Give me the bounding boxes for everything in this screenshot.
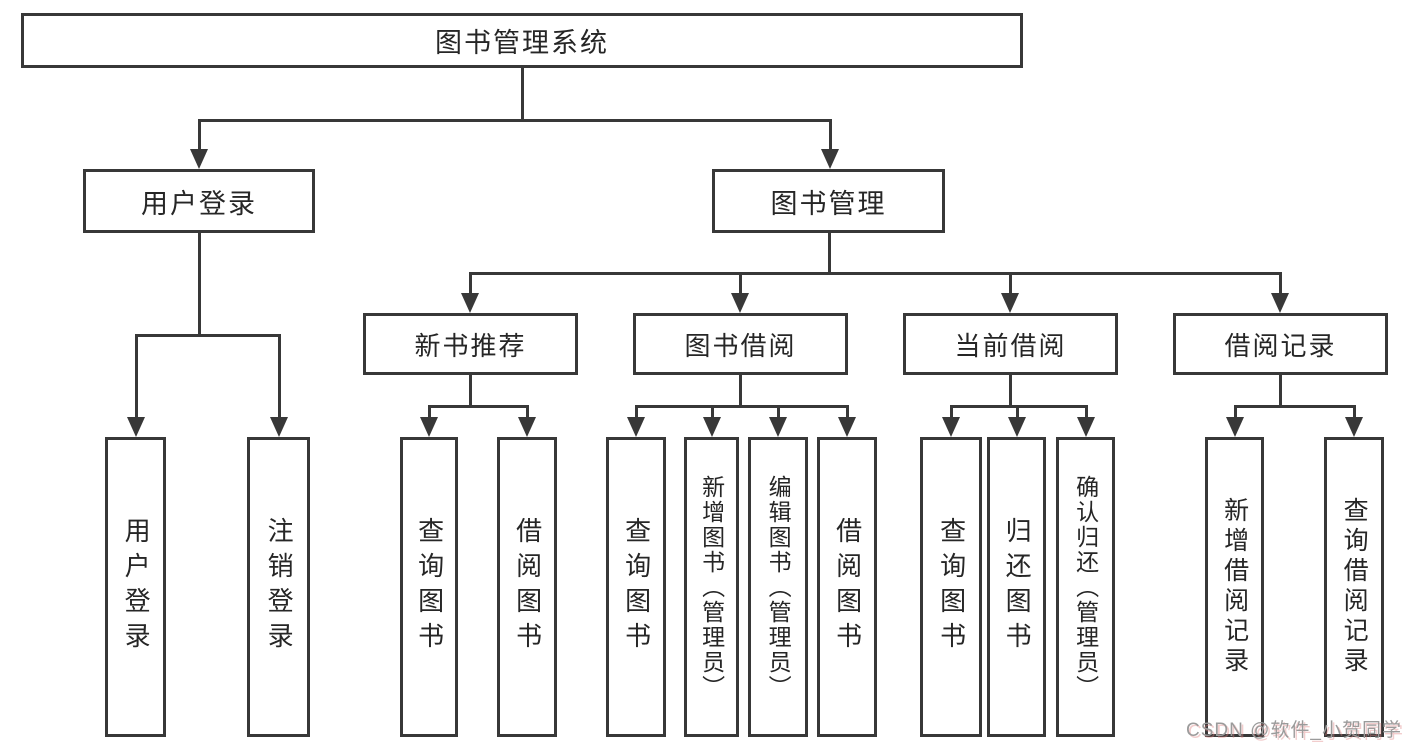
connector-drop-3-0	[427, 406, 431, 423]
connector-arrowhead-4-0	[627, 417, 645, 437]
leaf-add-borrow-record: 新增借阅记录	[1205, 437, 1264, 737]
connector-stem-3	[468, 375, 472, 408]
connector-arrowhead-4-3	[838, 417, 856, 437]
connector-arrowhead-6-0	[1226, 417, 1244, 437]
connector-drop-0-1	[828, 120, 832, 155]
connector-drop-2-3	[1278, 273, 1282, 299]
connector-drop-4-3	[845, 406, 849, 423]
leaf-borrow-books-newrec-label: 借阅图书	[512, 517, 543, 657]
connector-drop-1-1	[277, 335, 281, 423]
connector-stem-6	[1278, 375, 1282, 408]
connector-bar-6	[1233, 404, 1356, 408]
connector-bar-5	[949, 404, 1088, 408]
leaf-query-books-newrec: 查询图书	[400, 437, 458, 737]
leaf-query-books-borrow-label: 查询图书	[621, 517, 652, 657]
leaf-add-borrow-record-label: 新增借阅记录	[1220, 497, 1249, 677]
connector-arrowhead-2-3	[1271, 293, 1289, 313]
connector-arrowhead-3-0	[420, 417, 438, 437]
leaf-query-books-borrow: 查询图书	[606, 437, 666, 737]
connector-drop-2-2	[1008, 273, 1012, 299]
connector-drop-4-2	[776, 406, 780, 423]
connector-stem-1	[197, 233, 201, 337]
node-root-label: 图书管理系统	[435, 28, 609, 58]
node-book-borrow-label: 图书借阅	[684, 330, 797, 361]
node-book-management: 图书管理	[712, 169, 945, 233]
leaf-edit-book-admin-label: 编辑图书（管理员）	[765, 474, 792, 700]
leaf-query-books-current: 查询图书	[920, 437, 982, 737]
connector-arrowhead-4-1	[703, 417, 721, 437]
node-new-book-recommend: 新书推荐	[363, 313, 578, 375]
leaf-query-books-newrec-label: 查询图书	[414, 517, 445, 657]
connector-drop-1-0	[134, 335, 138, 423]
node-borrow-records: 借阅记录	[1173, 313, 1388, 375]
connector-drop-0-0	[197, 120, 201, 155]
connector-arrowhead-5-0	[942, 417, 960, 437]
leaf-return-book-label: 归还图书	[1002, 517, 1033, 657]
connector-arrowhead-0-1	[821, 149, 839, 169]
node-borrow-records-label: 借阅记录	[1224, 330, 1337, 361]
leaf-user-login-label: 用户登录	[121, 517, 152, 657]
connector-bar-3	[427, 404, 529, 408]
leaf-query-borrow-record: 查询借阅记录	[1324, 437, 1384, 737]
leaf-borrow-books-newrec: 借阅图书	[497, 437, 557, 737]
connector-arrowhead-5-2	[1077, 417, 1095, 437]
connector-stem-4	[738, 375, 742, 408]
connector-drop-5-1	[1015, 406, 1019, 423]
leaf-add-book-admin-label: 新增图书（管理员）	[698, 474, 725, 700]
connector-arrowhead-2-0	[461, 293, 479, 313]
node-current-borrow-label: 当前借阅	[954, 330, 1067, 361]
connector-drop-4-1	[710, 406, 714, 423]
node-root: 图书管理系统	[21, 13, 1023, 68]
connector-arrowhead-1-1	[270, 417, 288, 437]
connector-bar-0	[197, 118, 832, 122]
connector-bar-1	[134, 333, 281, 337]
node-user-login: 用户登录	[83, 169, 315, 233]
leaf-confirm-return-admin-label: 确认归还（管理员）	[1072, 474, 1099, 700]
connector-bar-2	[468, 271, 1282, 275]
connector-arrowhead-4-2	[769, 417, 787, 437]
connector-arrowhead-5-1	[1008, 417, 1026, 437]
connector-arrowhead-0-0	[190, 149, 208, 169]
connector-stem-2	[827, 233, 831, 275]
leaf-add-book-admin: 新增图书（管理员）	[684, 437, 739, 737]
node-book-management-label: 图书管理	[770, 188, 887, 219]
connector-stem-0	[520, 68, 524, 122]
connector-drop-5-0	[949, 406, 953, 423]
connector-bar-4	[634, 404, 849, 408]
leaf-logout: 注销登录	[247, 437, 310, 737]
connector-drop-2-1	[738, 273, 742, 299]
leaf-logout-label: 注销登录	[264, 517, 295, 657]
connector-drop-5-2	[1084, 406, 1088, 423]
connector-drop-2-0	[468, 273, 472, 299]
connector-arrowhead-2-1	[731, 293, 749, 313]
leaf-return-book: 归还图书	[987, 437, 1046, 737]
connector-arrowhead-6-1	[1345, 417, 1363, 437]
node-user-login-label: 用户登录	[141, 188, 257, 219]
leaf-borrow-books-borrow: 借阅图书	[817, 437, 877, 737]
connector-drop-6-1	[1352, 406, 1356, 423]
leaf-borrow-books-borrow-label: 借阅图书	[832, 517, 863, 657]
connector-drop-3-1	[525, 406, 529, 423]
connector-drop-4-0	[634, 406, 638, 423]
node-current-borrow: 当前借阅	[903, 313, 1118, 375]
leaf-query-books-current-label: 查询图书	[936, 517, 967, 657]
connector-stem-5	[1008, 375, 1012, 408]
connector-arrowhead-3-1	[518, 417, 536, 437]
leaf-query-borrow-record-label: 查询借阅记录	[1340, 497, 1369, 677]
connector-drop-6-0	[1233, 406, 1237, 423]
csdn-watermark: CSDN @软件_小贺同学	[1186, 720, 1402, 741]
leaf-user-login: 用户登录	[105, 437, 166, 737]
leaf-edit-book-admin: 编辑图书（管理员）	[748, 437, 808, 737]
connector-arrowhead-1-0	[127, 417, 145, 437]
node-new-book-recommend-label: 新书推荐	[414, 330, 527, 361]
node-book-borrow: 图书借阅	[633, 313, 848, 375]
connector-arrowhead-2-2	[1001, 293, 1019, 313]
leaf-confirm-return-admin: 确认归还（管理员）	[1056, 437, 1115, 737]
